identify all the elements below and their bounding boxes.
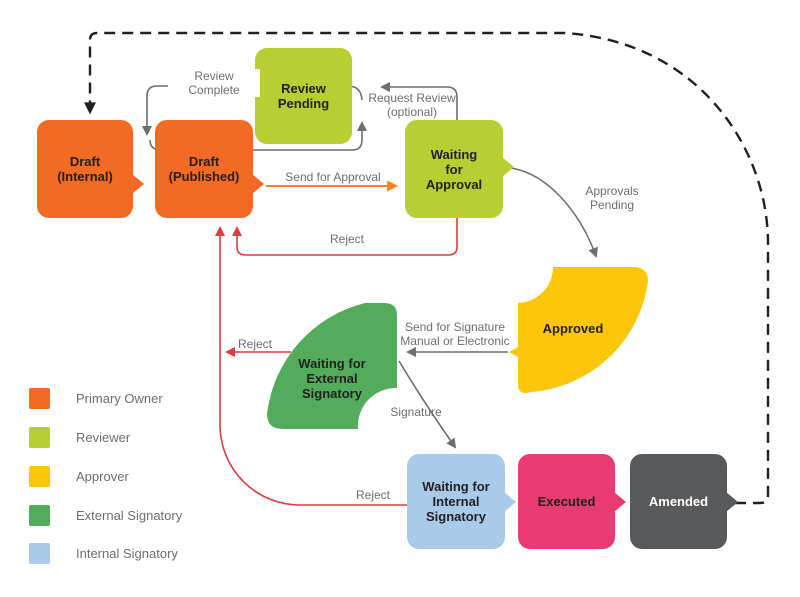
edge-signature-line [398,360,457,449]
state-executed: Executed [518,454,626,549]
state-label: Executed [537,494,596,509]
edge-label-reject-from-internal: Reject [355,488,390,502]
edge-reject-from-approval-line [232,218,458,256]
pointer-tip [504,492,516,512]
edge-label-send-for-approval: Send for Approval [285,170,381,184]
state-label: for [445,161,463,177]
state-label: Draft [188,154,220,169]
legend-swatch-primary-owner [29,388,50,409]
state-draft-published: Draft (Published) [155,120,264,218]
state-approved-label: Approved [542,321,604,336]
state-waiting-external-label: Waiting for External Signatory [298,356,366,401]
legend-item-primary-owner: Primary Owner [29,388,163,409]
state-amended: Amended [630,454,738,549]
pointer-tip [614,492,626,512]
pointer-tip [252,174,264,194]
edge-review-complete-line [142,85,363,136]
legend-item-approver: Approver [29,466,129,487]
edge-amended-to-draft-dashed [84,31,770,505]
legend-label: External Signatory [76,508,183,523]
legend-item-reviewer: Reviewer [29,427,130,448]
legend-item-internal-signatory: Internal Signatory [29,543,178,564]
legend-label: Internal Signatory [76,546,178,561]
state-waiting-external-shape [267,303,397,429]
edge-label-request-review: Request Review (optional) [368,91,456,119]
state-label: Signatory [426,509,486,524]
state-label: Pending [277,96,330,111]
legend-label: Approver [76,469,129,484]
state-review-pending: Review Pending [255,48,352,144]
state-waiting-for-approval: Waiting for Approval [405,120,514,218]
state-label: Waiting [430,146,478,162]
edge-to-review-pending-line [149,121,367,151]
state-approved-shape [509,267,648,393]
legend-item-external-signatory: External Signatory [29,505,182,526]
edge-label-review-complete: Review Complete [168,69,260,97]
state-label: Amended [648,494,709,509]
edge-request-review-line [380,82,458,120]
legend-swatch-reviewer [29,427,50,448]
pointer-tip [132,174,144,194]
state-label: (Internal) [57,169,113,184]
legend-swatch-external-signatory [29,505,50,526]
legend-swatch-internal-signatory [29,543,50,564]
edge-reject-from-internal-line [215,226,408,506]
legend-swatch-approver [29,466,50,487]
edge-label-reject-from-external: Reject [237,337,272,351]
state-label: Waiting for [422,479,490,494]
edge-label-signature: Signature [390,405,442,419]
state-label: Internal [432,494,480,509]
legend-label: Reviewer [76,430,131,445]
edge-label-send-for-signature: Send for Signature Manual or Electronic [400,320,510,348]
state-waiting-internal-signatory: Waiting for Internal Signatory [407,454,516,549]
state-draft-internal: Draft (Internal) [37,120,144,218]
state-label: Approval [425,176,483,192]
state-label: Draft [69,154,101,169]
pointer-tip [726,492,738,512]
edge-approvals-pending-line [510,167,598,258]
pointer-tip [502,157,514,177]
state-label: Review [281,81,326,96]
state-label: (Published) [168,169,240,184]
legend-label: Primary Owner [76,391,163,406]
edge-label-reject-from-approval: Reject [329,232,364,246]
edge-label-approvals-pending: Approvals Pending [585,184,639,212]
